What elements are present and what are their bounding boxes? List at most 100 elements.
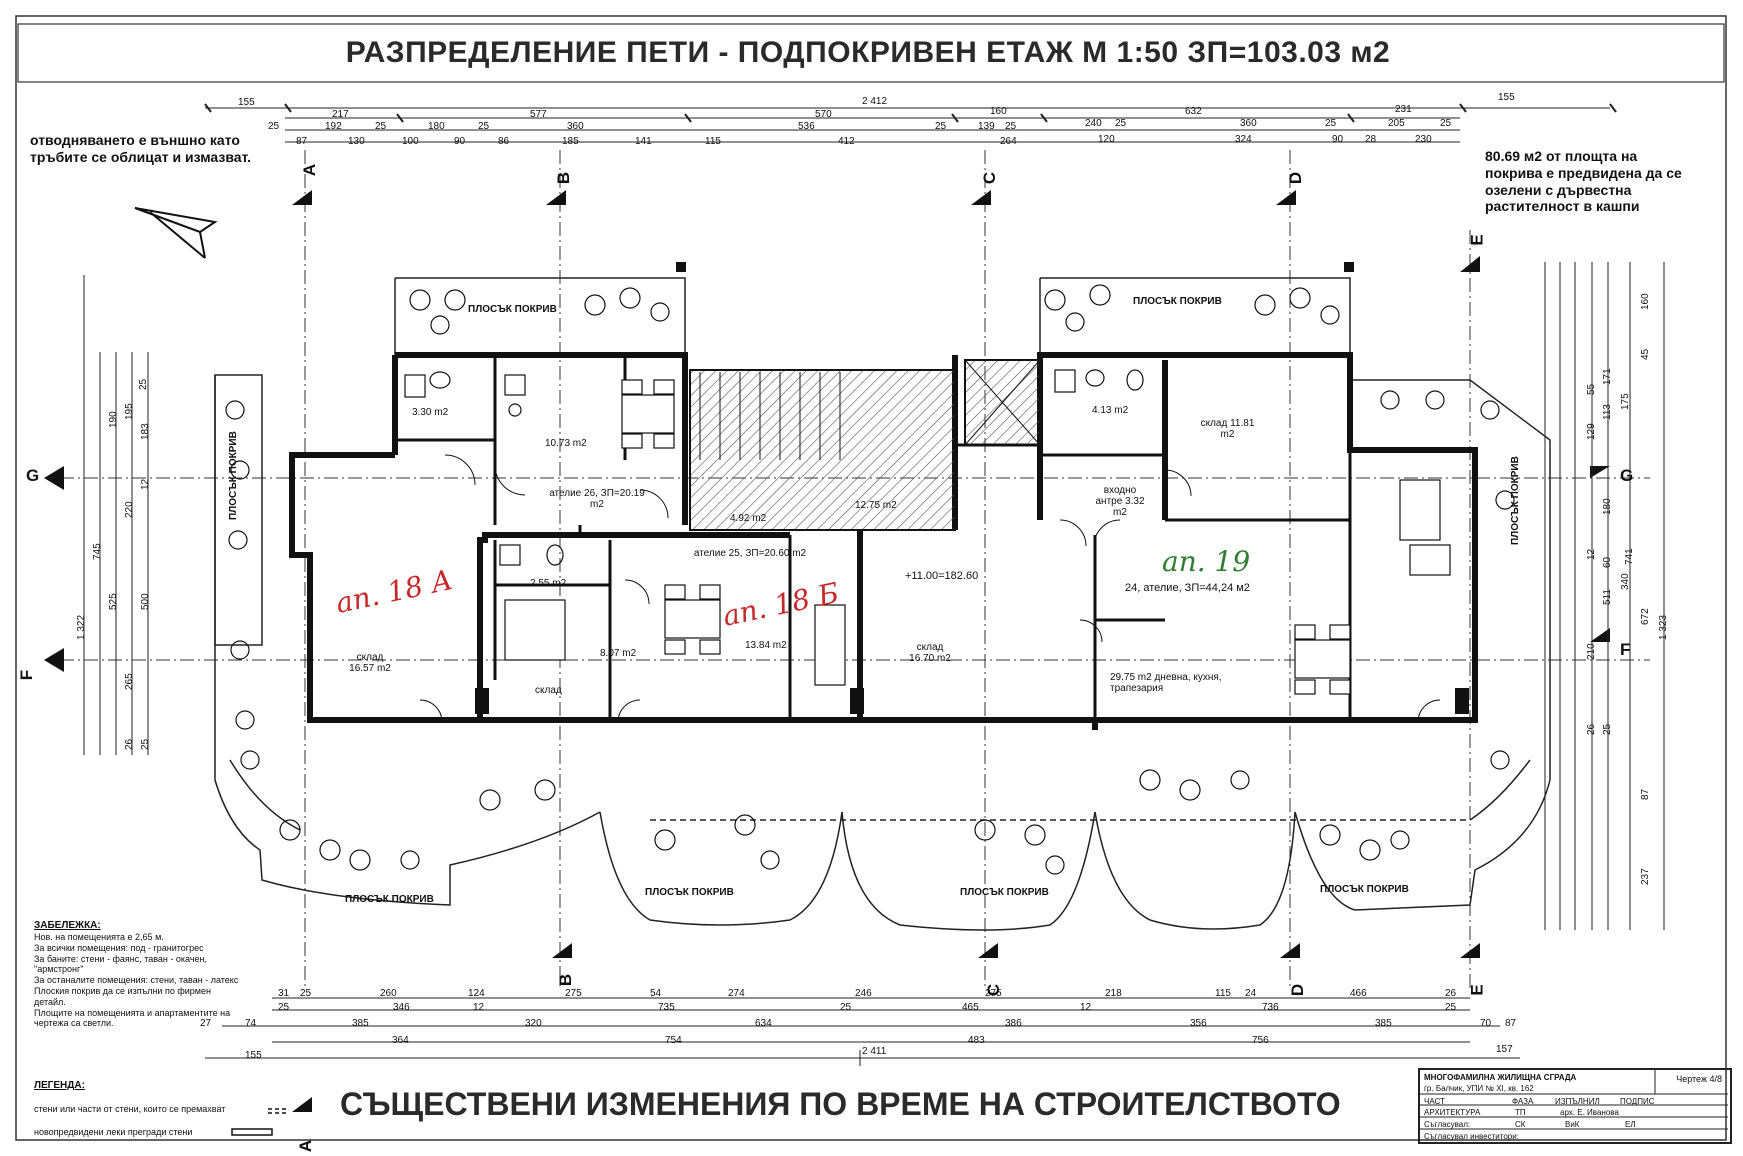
dimension-label: 24 [1245, 988, 1257, 999]
dimension-label: 129 [1586, 423, 1597, 440]
drawing-title: РАЗПРЕДЕЛЕНИЕ ПЕТИ - ПОДПОКРИВЕН ЕТАЖ М … [345, 36, 1391, 69]
room-label: 12.75 m2 [855, 500, 897, 511]
dimension-label: 160 [990, 106, 1007, 117]
remarks-line: За баните: стени - фаянс, таван - окачен… [34, 953, 207, 975]
dimension-label: 386 [1005, 1018, 1022, 1029]
room-label: 10.73 m2 [545, 438, 587, 449]
dimension-label: 736 [1262, 1002, 1279, 1013]
bathroom-fixtures [404, 369, 1144, 566]
dimension-label: 26 [124, 738, 135, 750]
dimension-label: 180 [1602, 498, 1613, 515]
dimension-label: 25 [375, 121, 387, 132]
room-label: склад 16.57 m2 [349, 652, 391, 674]
room-label: 2.55 m2 [530, 578, 567, 589]
sheet-border [15, 15, 1727, 1141]
dimension-label: 25 [840, 1002, 852, 1013]
remarks-heading: ЗАБЕЛЕЖКА: [34, 920, 101, 931]
axis-label-d-bottom: D [1288, 983, 1308, 997]
axis-label-g-right: G [1620, 466, 1634, 485]
stamp-agreed-investors: Съгласувал инвеститори: [1424, 1132, 1519, 1141]
dimension-label: 180 [428, 121, 445, 132]
dimension-label: 570 [815, 109, 832, 120]
flat-roof-label: ПЛОСЪК ПОКРИВ [468, 304, 557, 315]
flat-roof-label: ПЛОСЪК ПОКРИВ [645, 887, 734, 898]
dimension-label: 25 [300, 988, 312, 999]
dimension-label: 185 [562, 136, 579, 147]
stamp-agreed-el: ЕЛ [1625, 1120, 1636, 1129]
dimension-label: 31 [278, 988, 290, 999]
remarks-line: Плоския покрив да се изпълни по фирмен д… [34, 985, 211, 1007]
room-label: ателие 26, ЗП=20.19 m2 [549, 488, 645, 510]
room-label: 13.84 m2 [745, 640, 787, 651]
dimension-label: 25 [935, 121, 947, 132]
stamp-header-author: ИЗПЪЛНИЛ [1555, 1097, 1600, 1106]
dimension-label: 183 [140, 423, 151, 440]
stamp-author: арх. Е. Иванова [1560, 1108, 1619, 1117]
dimension-label: 265 [124, 673, 135, 690]
dimension-label: 25 [1115, 118, 1127, 129]
axis-label-a-bottom: A [296, 1139, 316, 1153]
legend-item-removed-walls: стени или части от стени, които се према… [34, 1104, 226, 1114]
dimension-label: 12 [1080, 1002, 1092, 1013]
dimension-label: 45 [1640, 348, 1651, 360]
legend-item-new-partitions: новопредвидени леки прегради стени [34, 1126, 193, 1137]
axis-markers [44, 190, 1610, 1112]
room-label: склад [535, 685, 562, 696]
dimension-label: 120 [1098, 134, 1115, 145]
dimension-label: 320 [525, 1018, 542, 1029]
dimension-label: 113 [1602, 404, 1613, 420]
dimension-label: 155 [238, 97, 255, 108]
bottom-dimension-lines [205, 997, 1520, 1066]
side-dimension-lines [83, 262, 1665, 930]
dimension-label: 525 [108, 593, 119, 610]
stamp-project: МНОГОФАМИЛНА ЖИЛИЩНА СГРАДА [1424, 1073, 1577, 1082]
dimension-label: 220 [124, 501, 135, 518]
dimension-label: 360 [1240, 118, 1257, 129]
legend-block: ЛЕГЕНДА: стени или части от стени, които… [34, 1080, 294, 1138]
axis-label-a-top: A [300, 163, 320, 177]
dimension-label: 340 [1620, 573, 1631, 590]
dimension-label: 115 [1215, 988, 1231, 999]
flat-roof-label: ПЛОСЪК ПОКРИВ [345, 894, 434, 905]
dimension-label: 25 [268, 121, 280, 132]
stamp-sheet-number: Чертеж 4/8 [1676, 1074, 1722, 1084]
dimension-label: 87 [1640, 788, 1651, 800]
room-label: входно антре 3.32 m2 [1095, 485, 1145, 518]
dimension-label: 577 [530, 109, 547, 120]
dimension-label: 754 [665, 1035, 682, 1046]
dimension-label: 26 [1586, 723, 1597, 735]
dimension-label: 672 [1640, 608, 1651, 625]
dimension-label: 231 [1395, 104, 1412, 115]
stamp-part: АРХИТЕКТУРА [1424, 1108, 1481, 1117]
room-label: ателие 25, ЗП=20.60 m2 [693, 548, 807, 559]
dimension-label: 360 [567, 121, 584, 132]
dimension-label: 483 [968, 1035, 985, 1046]
stamp-agreed-sk: СК [1515, 1120, 1526, 1129]
dimension-label: 25 [1602, 723, 1613, 735]
stamp-grid [1418, 1068, 1728, 1130]
dimension-label: 756 [1252, 1035, 1269, 1046]
dimension-label: 230 [1415, 134, 1432, 145]
dimension-label: 25 [278, 1002, 290, 1013]
dimension-label: 218 [1105, 988, 1122, 999]
flat-roof-label: ПЛОСЪК ПОКРИВ [960, 887, 1049, 898]
dimension-label: 745 [92, 543, 103, 560]
dimension-label: 25 [1440, 118, 1452, 129]
dimension-label: 100 [402, 136, 419, 147]
dimension-label: 536 [798, 121, 815, 132]
dimension-label: 741 [1624, 548, 1635, 565]
dimension-label: 217 [332, 109, 349, 120]
axis-label-g-left: G [26, 466, 40, 485]
remarks-block: ЗАБЕЛЕЖКА: Нов. на помещенията е 2,65 м.… [34, 920, 239, 1029]
stamp-location: гр. Балчик, УПИ № XI, кв. 162 [1424, 1084, 1534, 1093]
dimension-label: 632 [1185, 106, 1202, 117]
remarks-line: Нов. на помещенията е 2,65 м. [34, 932, 164, 942]
flat-roof-label: ПЛОСЪК ПОКРИВ [1320, 884, 1409, 895]
dimension-label: 466 [1350, 988, 1367, 999]
remarks-line: За всички помещения: под - гранитогрес [34, 942, 204, 953]
flat-roof-label: ПЛОСЪК ПОКРИВ [1133, 296, 1222, 307]
roof-outline [214, 277, 1551, 931]
dimension-label: 55 [1586, 383, 1597, 395]
dimension-label: 12 [1586, 548, 1597, 560]
